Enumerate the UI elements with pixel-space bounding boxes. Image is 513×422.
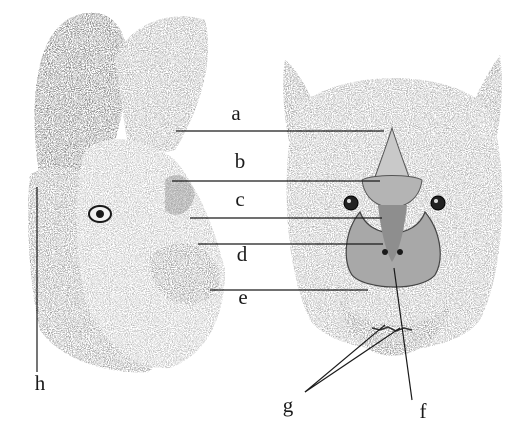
front-nostril-left bbox=[382, 249, 388, 255]
front-eye-left-icon bbox=[344, 196, 358, 210]
label-f: f bbox=[420, 399, 427, 422]
front-nostril-right bbox=[397, 249, 403, 255]
label-h: h bbox=[35, 371, 46, 395]
front-eye-left-glint bbox=[347, 199, 351, 203]
label-d: d bbox=[237, 242, 248, 266]
label-a: a bbox=[231, 101, 241, 125]
side-pupil bbox=[96, 210, 104, 218]
label-g: g bbox=[283, 393, 294, 417]
side-ear-rear bbox=[115, 16, 208, 160]
label-c: c bbox=[235, 187, 244, 211]
front-eye-right-icon bbox=[431, 196, 445, 210]
side-view-head bbox=[28, 13, 225, 373]
label-e: e bbox=[238, 285, 247, 309]
label-b: b bbox=[235, 149, 246, 173]
front-eye-right-glint bbox=[434, 199, 438, 203]
